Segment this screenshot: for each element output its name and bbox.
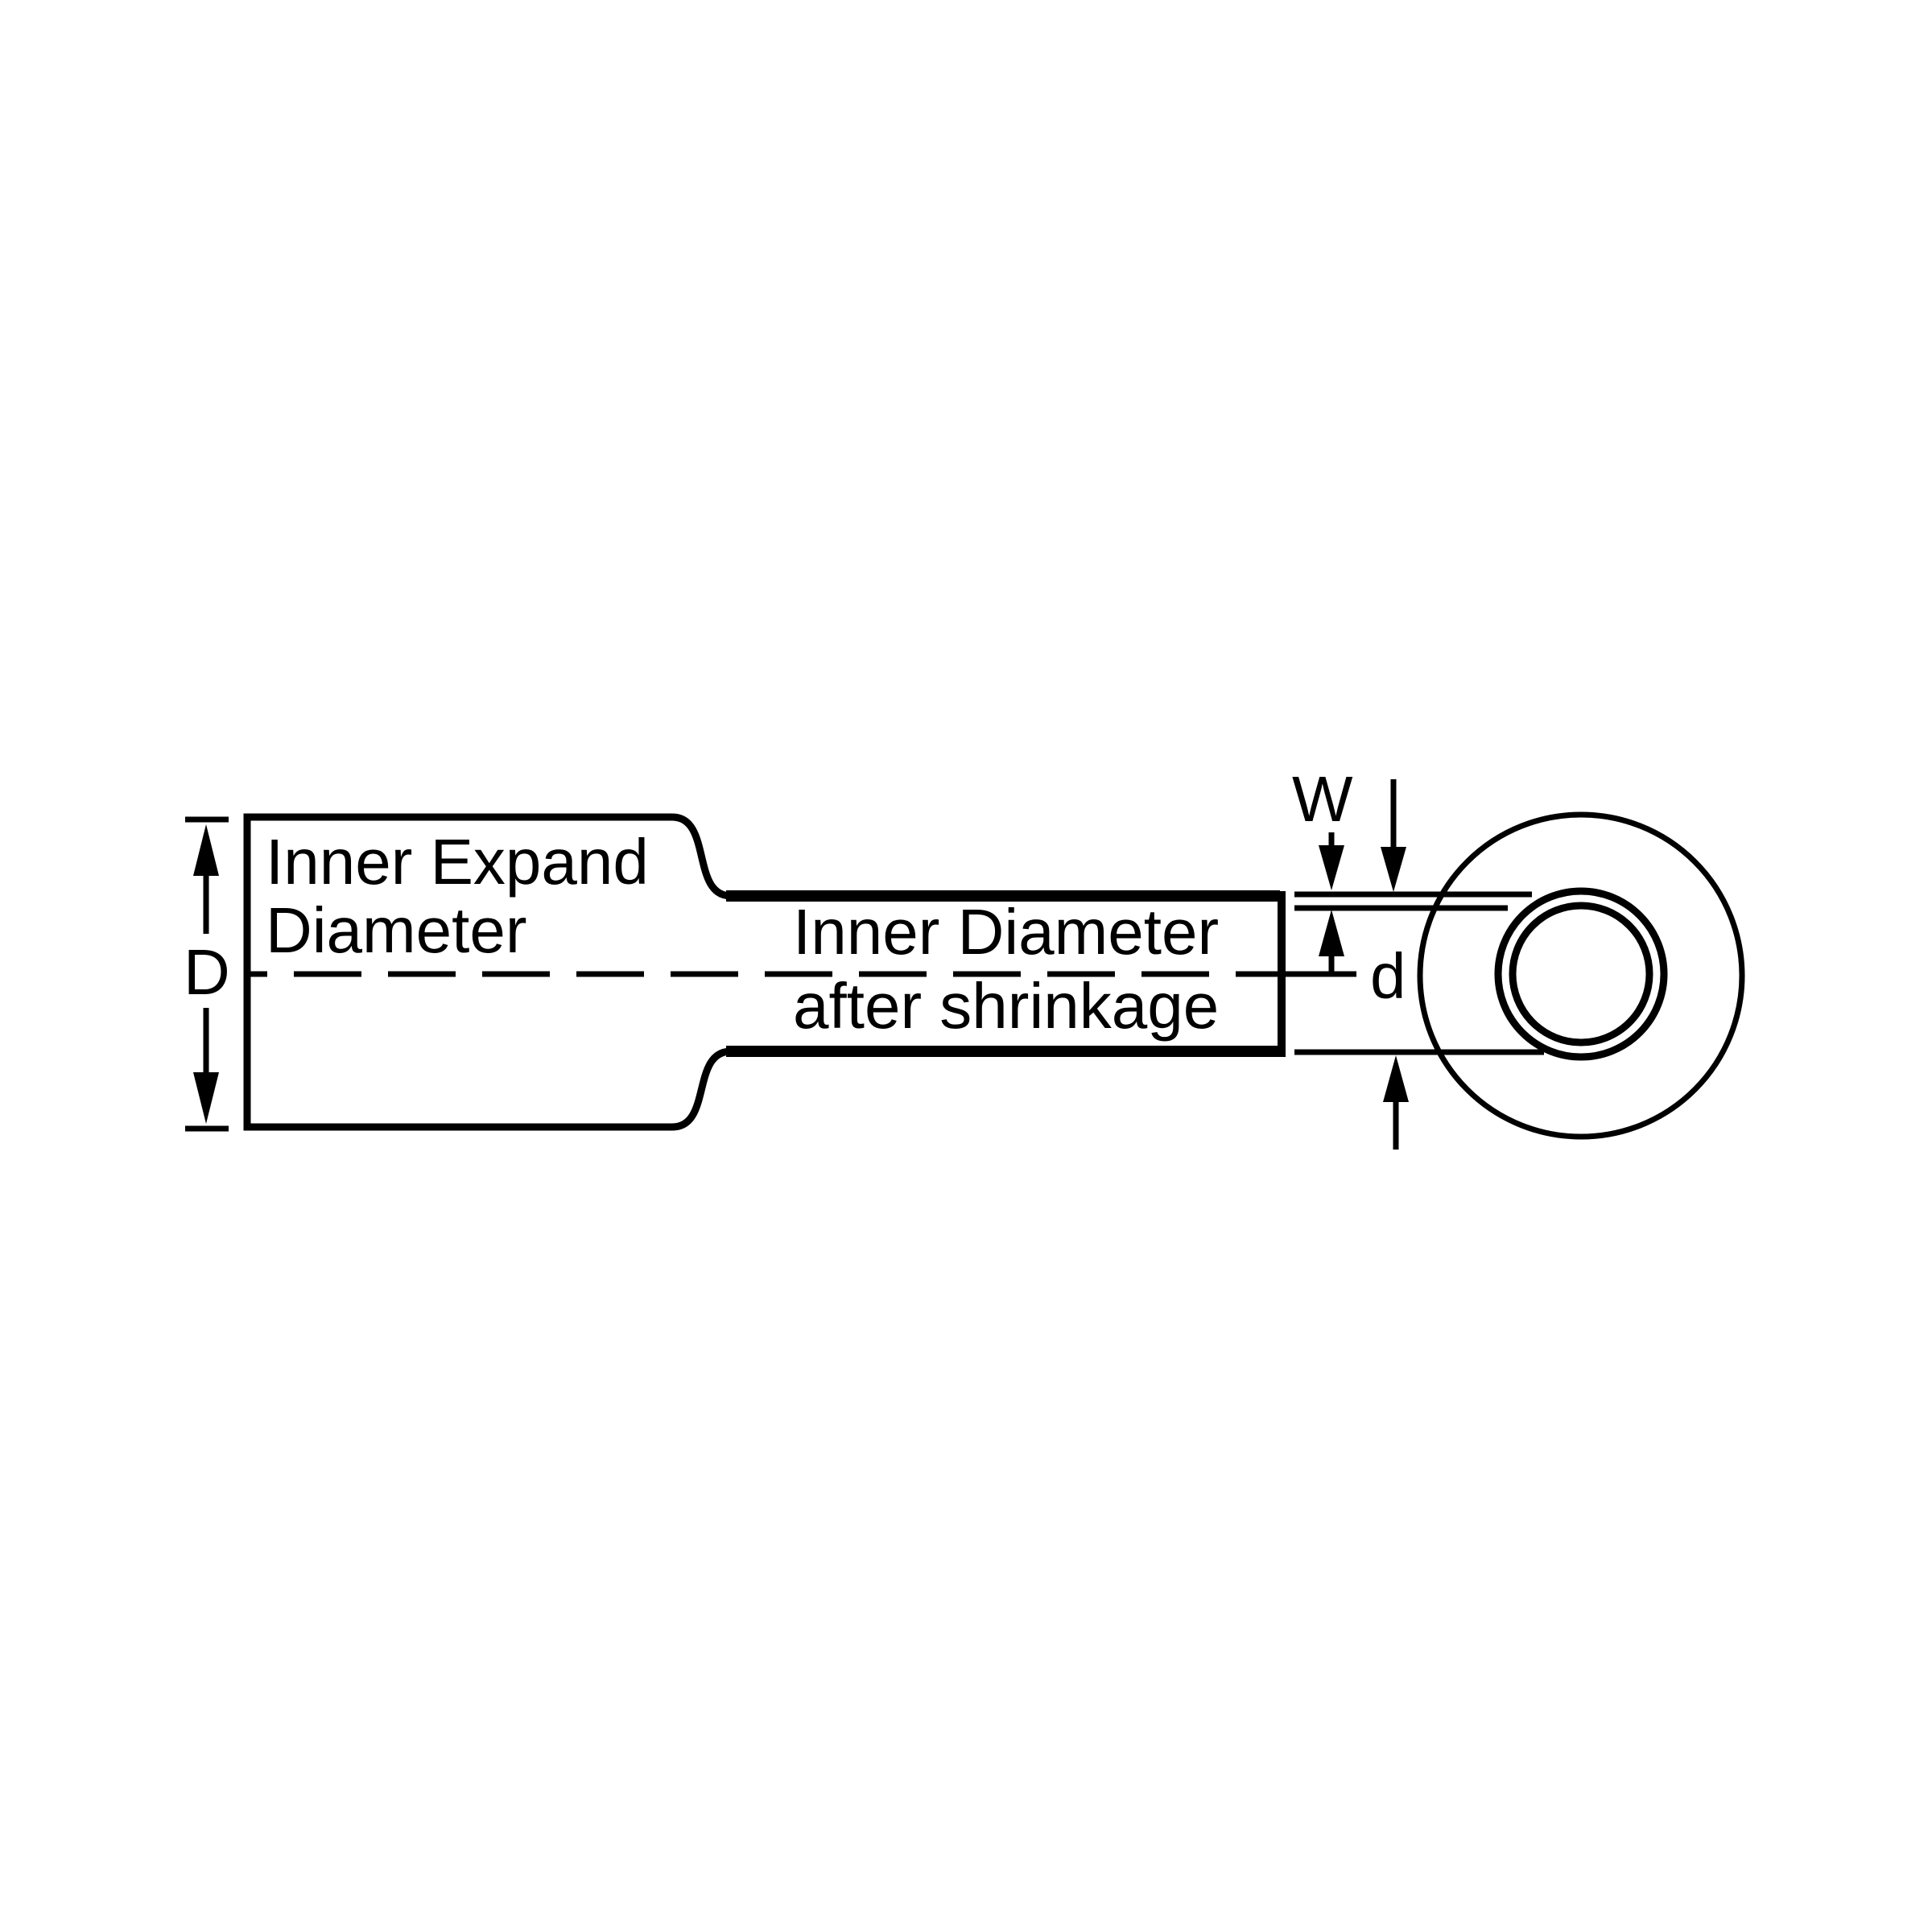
dimension-D — [185, 816, 229, 1132]
d-small-up-arrowhead — [1383, 1055, 1409, 1102]
label-dim-D: D — [184, 936, 230, 1008]
label-dim-W: W — [1292, 763, 1353, 835]
shrunk-ring-outer-circle — [1494, 887, 1668, 1061]
d-dim-up-arrowhead — [193, 824, 219, 876]
dimension-W — [1319, 779, 1406, 972]
w-long-down-arrowhead — [1381, 847, 1406, 892]
label-dim-d: d — [1370, 940, 1406, 1012]
shrunk-ring-inner-circle — [1509, 902, 1653, 1046]
dimension-d-arrow — [1383, 1055, 1409, 1150]
d-dim-down-arrowhead — [193, 1072, 219, 1124]
w-down-arrowhead — [1319, 845, 1344, 890]
label-inner-expand-line2: Diameter — [266, 894, 527, 966]
cross-section — [1417, 811, 1745, 1140]
w-up-arrowhead — [1319, 910, 1344, 956]
label-after-shrinkage: after shrinkage — [793, 970, 1219, 1042]
expanded-outer-circle — [1417, 811, 1745, 1140]
label-inner-expand-line1: Inner Expand — [266, 826, 649, 898]
label-inner-diameter: Inner Diameter — [793, 896, 1219, 968]
extension-lines — [1294, 891, 1544, 1055]
